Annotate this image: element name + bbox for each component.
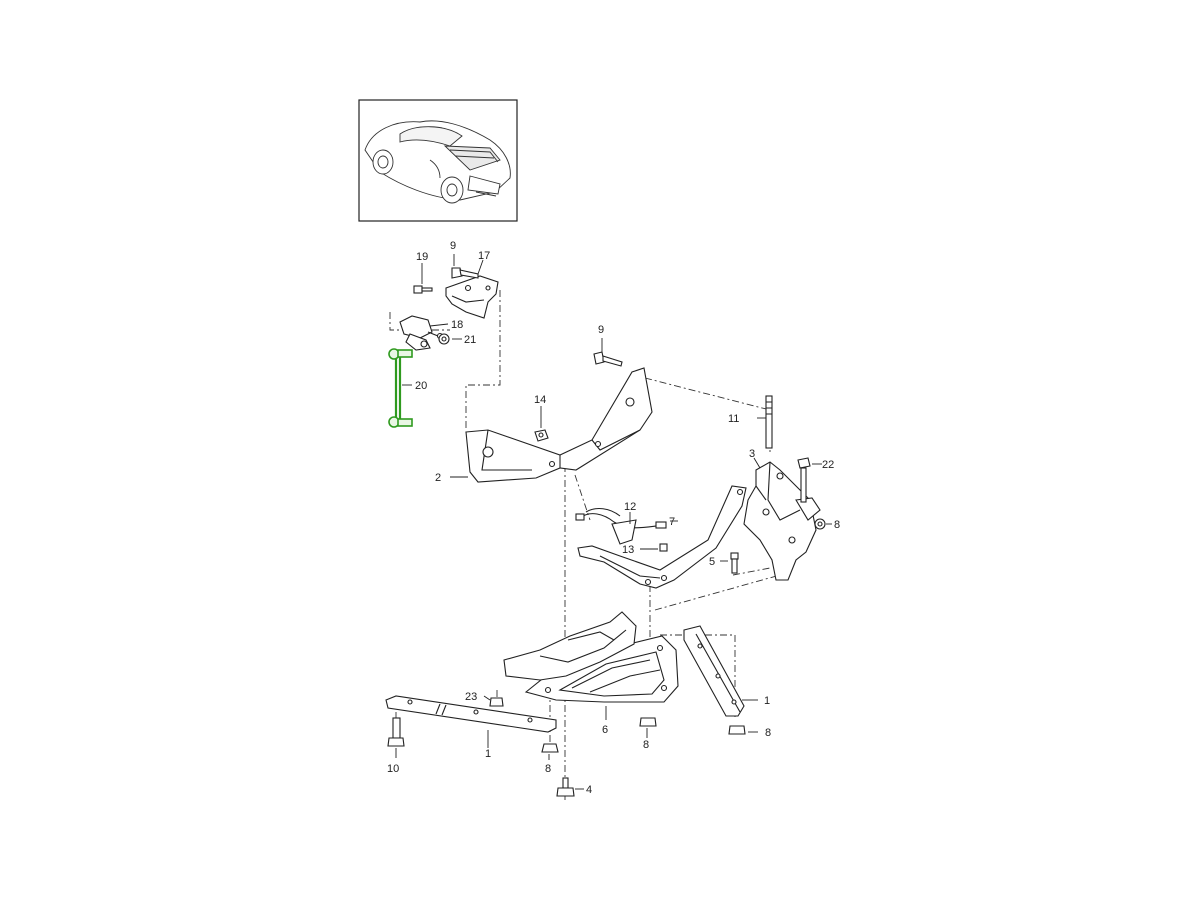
callout-8-strip[interactable]: 8 (545, 763, 551, 775)
underbody-plate-6[interactable] (524, 635, 679, 703)
nut-8-strip[interactable] (541, 743, 559, 753)
callout-10[interactable]: 10 (387, 763, 399, 775)
callout-8-plate[interactable]: 8 (643, 739, 649, 751)
callout-9-mid[interactable]: 9 (598, 324, 604, 336)
nut-14[interactable] (534, 429, 549, 442)
bolt-22[interactable] (797, 457, 811, 503)
brace-7[interactable] (577, 485, 747, 589)
nut-8-plate[interactable] (639, 717, 657, 727)
callout-6[interactable]: 6 (602, 724, 608, 736)
bolt-10[interactable] (387, 717, 405, 747)
callout-8-angled[interactable]: 8 (765, 727, 771, 739)
callout-1-angled[interactable]: 1 (764, 695, 770, 707)
car-illustration (364, 120, 511, 204)
crossmember-2[interactable] (465, 367, 653, 483)
reinforcement-strip-1-angled[interactable] (683, 625, 745, 717)
harness-12[interactable] (575, 507, 667, 545)
callout-18[interactable]: 18 (451, 319, 463, 331)
nut-21[interactable] (438, 333, 450, 345)
callout-8-bracket[interactable]: 8 (834, 519, 840, 531)
callout-1-long[interactable]: 1 (485, 748, 491, 760)
callout-22[interactable]: 22 (822, 459, 834, 471)
callout-14[interactable]: 14 (534, 394, 546, 406)
callout-5[interactable]: 5 (709, 556, 715, 568)
bracket-3[interactable] (743, 461, 821, 581)
callout-3[interactable]: 3 (749, 448, 755, 460)
bolt-9-mid[interactable] (593, 351, 623, 367)
callout-9-top[interactable]: 9 (450, 240, 456, 252)
assembly-lines (389, 290, 781, 800)
leader-lines (395, 254, 832, 790)
callout-19[interactable]: 19 (416, 251, 428, 263)
stud-11[interactable] (765, 395, 773, 449)
callout-11[interactable]: 11 (728, 413, 739, 425)
vehicle-thumbnail[interactable] (358, 99, 518, 222)
callout-labels: 1 1 2 3 4 5 6 7 8 8 8 8 9 9 10 11 12 13 … (387, 240, 840, 796)
callout-21[interactable]: 21 (464, 334, 476, 346)
bolt-5[interactable] (730, 552, 739, 574)
callout-4[interactable]: 4 (586, 784, 592, 796)
callout-23[interactable]: 23 (465, 691, 477, 703)
bolt-9-top[interactable] (451, 267, 479, 279)
callout-20[interactable]: 20 (415, 380, 427, 392)
bracket-17[interactable] (445, 275, 499, 319)
callout-13[interactable]: 13 (622, 544, 634, 556)
nut-8-angled[interactable] (728, 725, 746, 735)
screw-19[interactable] (413, 285, 433, 294)
bolt-4[interactable] (556, 777, 575, 797)
support-frame[interactable] (503, 611, 637, 681)
callout-7[interactable]: 7 (669, 516, 675, 528)
coupling-rod-20[interactable] (388, 348, 413, 428)
callout-2[interactable]: 2 (435, 472, 441, 484)
level-sensor-18[interactable] (399, 315, 444, 351)
nut-8-bracket[interactable] (814, 518, 826, 530)
reinforcement-strip-1-long[interactable] (385, 695, 557, 733)
callout-12[interactable]: 12 (624, 501, 636, 513)
bolt-23[interactable] (489, 697, 504, 707)
callout-17[interactable]: 17 (478, 250, 490, 262)
screw-13[interactable] (659, 543, 668, 552)
